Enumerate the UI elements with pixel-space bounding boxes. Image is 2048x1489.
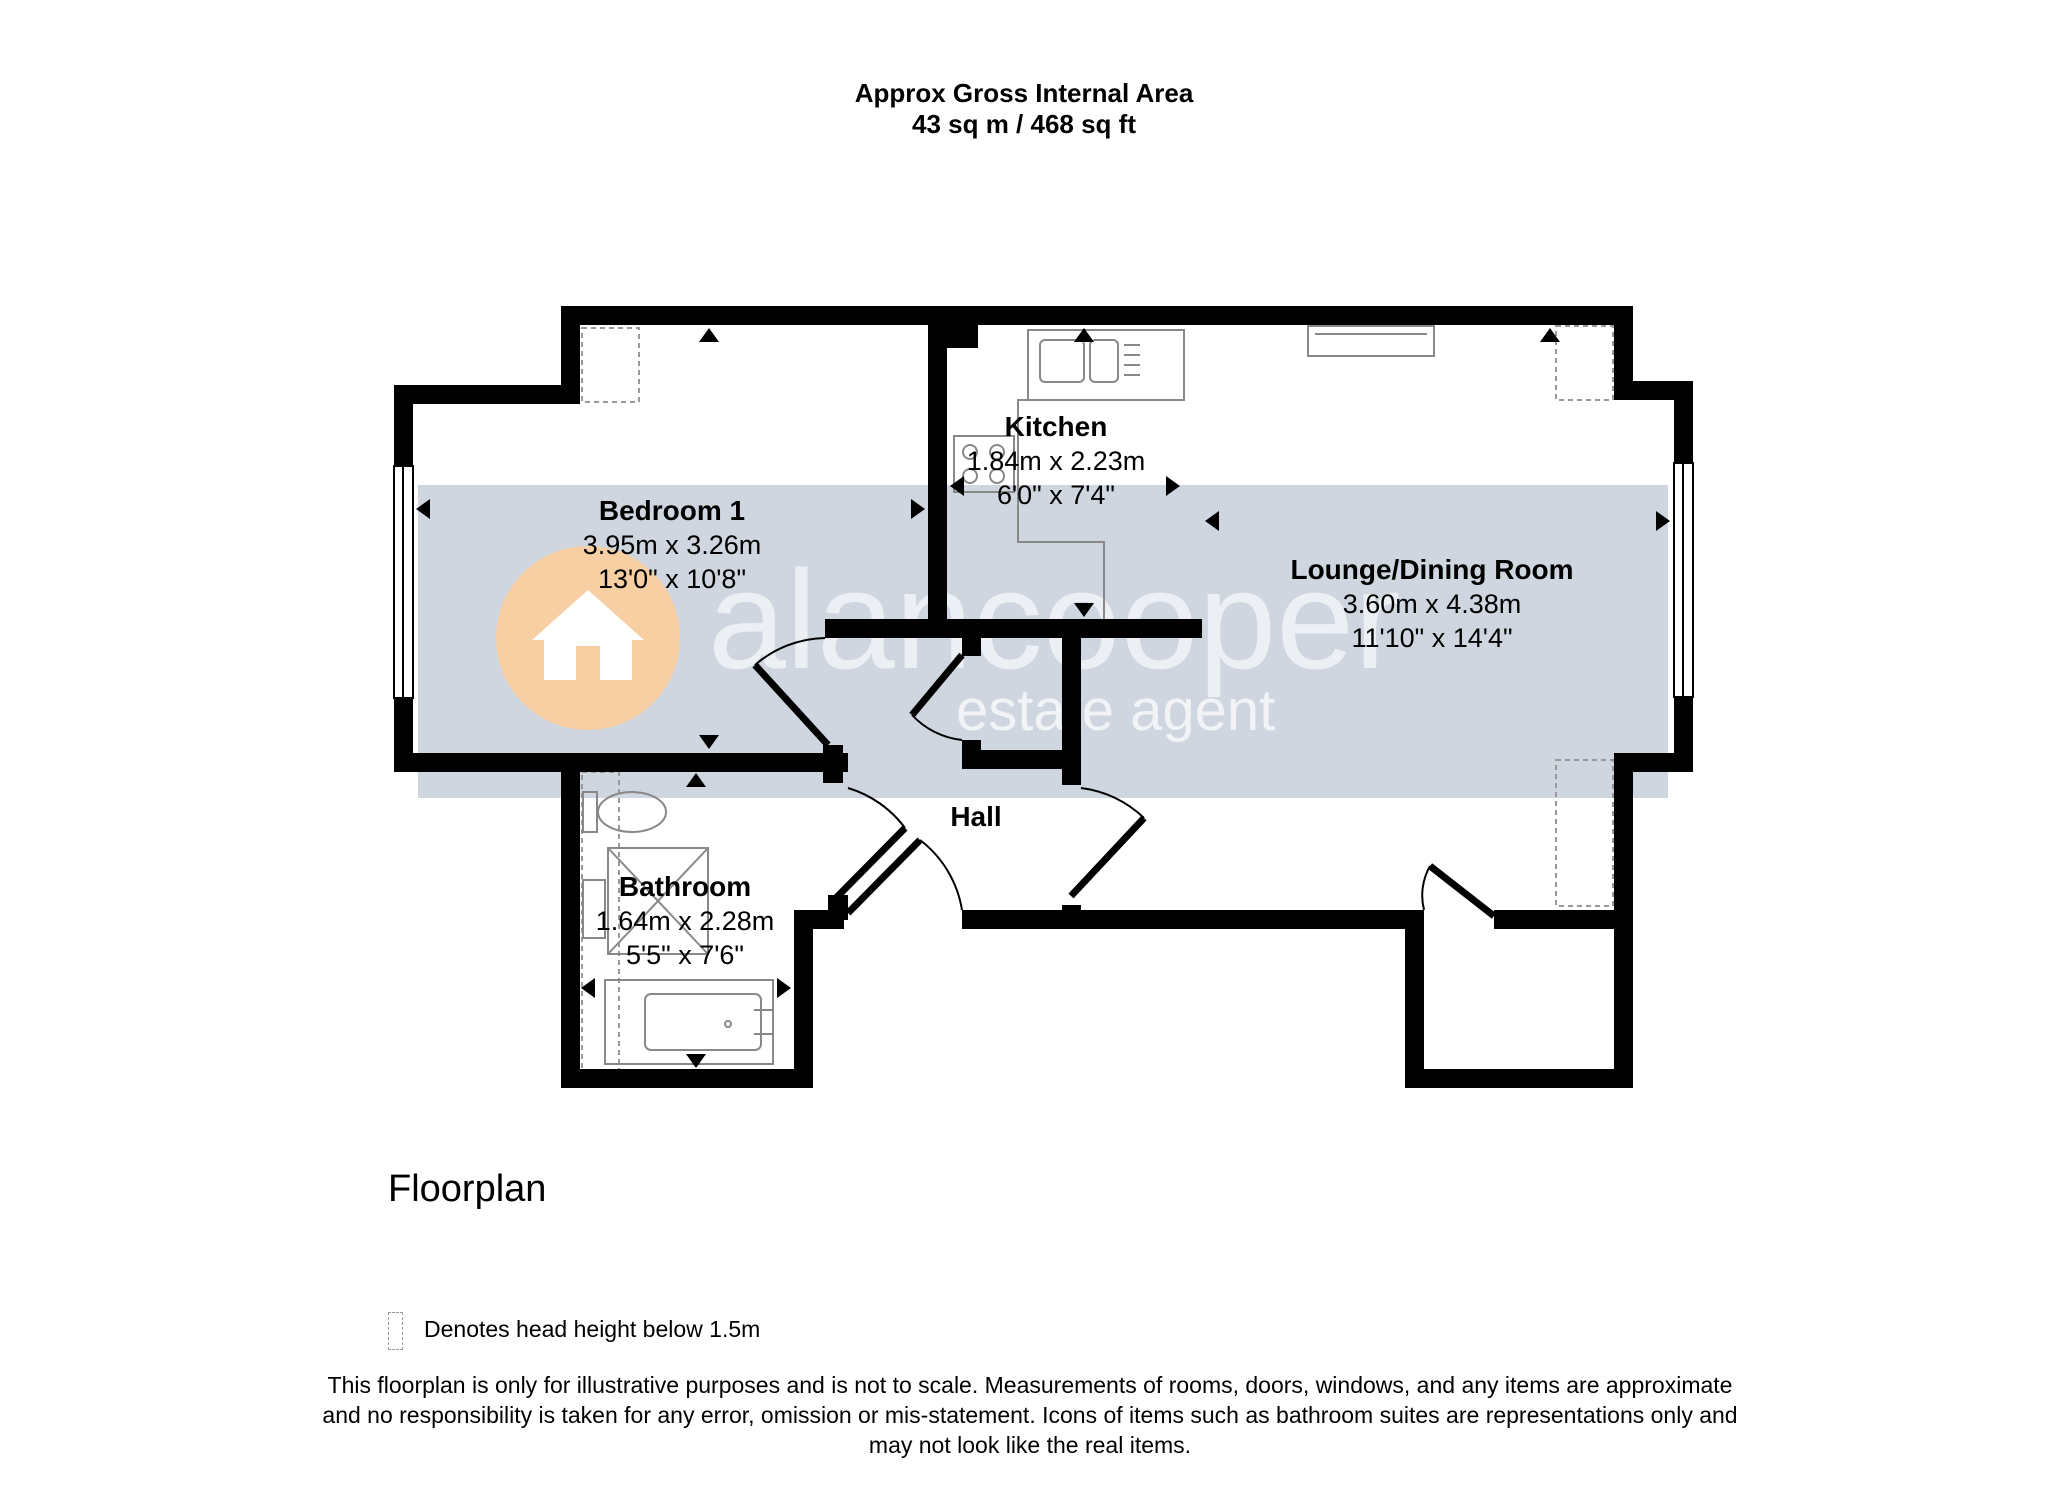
room-name: Hall [950, 801, 1001, 832]
room-name: Bedroom 1 [599, 495, 745, 526]
area-title: Approx Gross Internal Area [854, 78, 1194, 108]
walls [394, 306, 1693, 1088]
area-header: Approx Gross Internal Area 43 sq m / 468… [0, 78, 2048, 140]
room-bathroom: Bathroom 1.64m x 2.28m 5'5" x 7'6" [596, 871, 775, 970]
room-imperial: 11'10" x 14'4" [1351, 623, 1512, 653]
shower-tray [607, 847, 709, 955]
room-metric: 3.60m x 4.38m [1343, 589, 1522, 619]
toilet [582, 791, 667, 833]
disclaimer: This floorplan is only for illustrative … [240, 1370, 1820, 1460]
cooker-hob [953, 435, 1015, 493]
room-imperial: 5'5" x 7'6" [626, 940, 744, 970]
room-lounge-dining: Lounge/Dining Room 3.60m x 4.38m 11'10" … [1290, 554, 1573, 653]
legend-text: Denotes head height below 1.5m [424, 1316, 761, 1342]
disclaimer-line: This floorplan is only for illustrative … [327, 1372, 1733, 1398]
disclaimer-line: and no responsibility is taken for any e… [322, 1402, 1738, 1428]
watermark-logo [496, 546, 680, 730]
area-value: 43 sq m / 468 sq ft [912, 109, 1136, 139]
room-imperial: 6'0" x 7'4" [997, 480, 1115, 510]
dashed-outline-icon [388, 1312, 403, 1350]
room-metric: 1.84m x 2.23m [967, 446, 1146, 476]
disclaimer-line: may not look like the real items. [868, 1432, 1192, 1458]
kitchen-sink [1027, 329, 1185, 401]
room-hall: Hall [950, 801, 1001, 832]
radiator [1307, 325, 1435, 357]
worktop-outline [1017, 399, 1184, 620]
room-bedroom-1: Bedroom 1 3.95m x 3.26m 13'0" x 10'8" [583, 495, 762, 594]
room-metric: 1.64m x 2.28m [596, 906, 775, 936]
room-name: Lounge/Dining Room [1290, 554, 1573, 585]
plan-label: Floorplan [388, 1168, 547, 1210]
room-kitchen: Kitchen 1.84m x 2.23m 6'0" x 7'4" [967, 411, 1146, 510]
dimension-arrows [416, 328, 1670, 1068]
wash-basin [582, 879, 606, 939]
room-metric: 3.95m x 3.26m [583, 530, 762, 560]
doors [752, 637, 1497, 919]
room-name: Kitchen [1005, 411, 1108, 442]
room-name: Bathroom [619, 871, 751, 902]
room-imperial: 13'0" x 10'8" [598, 564, 746, 594]
bath [604, 979, 774, 1065]
windows [393, 462, 1694, 699]
watermark-tagline: estate agent [956, 678, 1275, 743]
